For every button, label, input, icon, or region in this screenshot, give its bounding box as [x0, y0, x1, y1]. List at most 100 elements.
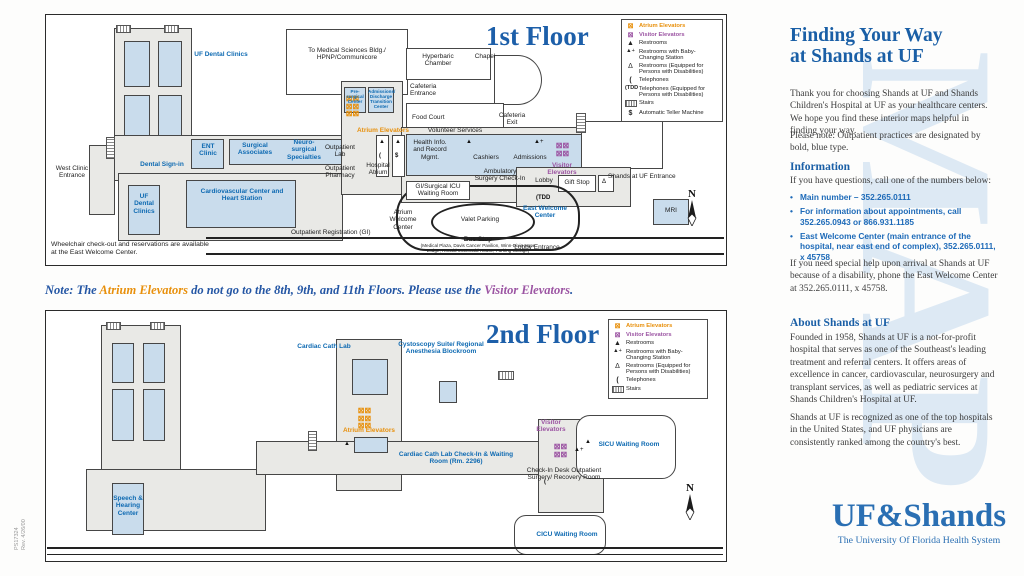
- print-code-number: PS17324: [14, 527, 20, 550]
- room: [344, 87, 366, 113]
- special-help-paragraph: If you need special help upon arrival at…: [790, 259, 998, 294]
- compass-needle-icon: [687, 200, 697, 227]
- room: [112, 483, 144, 535]
- logo-wordmark: UF&Shands: [831, 498, 1007, 534]
- restrooms-baby-icon: ▲+: [613, 347, 622, 354]
- legend-label: Restrooms (Equipped for Persons with Dis…: [626, 362, 691, 376]
- amenity-column: [376, 135, 389, 177]
- label-admissions-discharge: Admissions/ Discharge Transition Center: [368, 89, 396, 110]
- floor1-legend: ⊠Atrium Elevators ⊠Visitor Elevators ▲Re…: [621, 19, 723, 122]
- floor2-map: 2nd Floor ⊠⊠⊠⊠⊠⊠ ⊠⊠⊠⊠ ▲ ▲+ ▲ ( Cardiac C…: [45, 310, 727, 562]
- restroom-icon: ▲: [379, 139, 385, 145]
- legend-label: Restrooms with Baby-Changing Station: [626, 348, 683, 362]
- stairs-icon: [106, 322, 121, 330]
- label-outpatient-registration: Outpatient Registration (GI): [291, 229, 371, 236]
- about-paragraph-1: Founded in 1958, Shands at UF is a not-f…: [790, 333, 995, 406]
- legend-row: ▲+ Restrooms with Baby-Changing Station: [612, 347, 704, 362]
- label-valet-parking: Valet Parking: [460, 216, 500, 223]
- stairs-icon: [164, 25, 179, 33]
- restrooms-icon: ▲: [627, 40, 634, 48]
- legend-label: Telephones: [639, 76, 669, 83]
- label-cardiovascular-center: Cardiovascular Center and Heart Station: [200, 188, 284, 203]
- room: [598, 175, 614, 192]
- room: [112, 389, 134, 441]
- label-uf-dental-clinics: UF Dental Clinics: [194, 51, 248, 58]
- legend-row: ▲+Restrooms with Baby-Changing Station: [625, 48, 719, 62]
- label-bus-stop: Bus Stop: [463, 236, 493, 243]
- label-uf-dental-clinics-2: UF Dental Clinics: [133, 193, 155, 215]
- label-visitor-elevators: Visitor Elevators: [536, 419, 566, 434]
- room: [143, 343, 165, 383]
- label-gi-icu-waiting: GI/Surgical ICU Waiting Room: [406, 181, 470, 200]
- label-hospital-atrium: Hospital Atrium: [366, 162, 390, 177]
- telephone-icon: (: [544, 479, 546, 485]
- floor1-title: 1st Floor: [486, 21, 589, 51]
- atrium-elevators-icon: ⊠: [627, 23, 634, 30]
- legend-label: Restrooms: [626, 340, 655, 347]
- room: [439, 381, 457, 403]
- panel-title-line1: Finding Your Way: [790, 25, 943, 46]
- label-cafeteria-exit: Cafeteria Exit: [498, 112, 526, 127]
- label-mri: MRI: [665, 207, 677, 214]
- note-text: do not go to the 8th, 9th, and 11th Floo…: [187, 283, 485, 297]
- room: [406, 48, 491, 80]
- label-atrium-elevators: Atrium Elevators: [356, 127, 410, 134]
- label-presurgical-center: Pre-surgical Center: [346, 89, 364, 105]
- chapel-shape: [494, 55, 542, 105]
- label-shands-entrance: Shands at UF Entrance: [608, 173, 676, 180]
- label-visitor-elevators: Visitor Elevators: [547, 162, 577, 177]
- legend-label: Telephones (Equipped for Persons with Di…: [639, 85, 706, 98]
- road: [206, 237, 724, 240]
- atrium-elevators-icon: ⊠: [614, 323, 621, 330]
- info-panel: MAP Finding Your Way at Shands at UF Tha…: [758, 0, 1024, 576]
- legend-label: Automatic Teller Machine: [639, 110, 704, 117]
- legend-row: Δ Restrooms (Equipped for Persons with Di…: [612, 363, 704, 376]
- phone-item: Main number – 352.265.0111: [790, 192, 998, 203]
- label-sicu-waiting: SICU Waiting Room: [598, 441, 660, 448]
- visitor-elevator-bank-icon: ⊠⊠⊠⊠: [553, 442, 568, 459]
- mri-room: [653, 199, 689, 225]
- label-cashiers: Cashiers: [473, 154, 499, 161]
- label-bus-stop-detail: (Medical Plaza, Davis Cancer Pavilion, W…: [420, 243, 536, 254]
- room: [186, 180, 296, 228]
- legend-label: Restrooms: [639, 40, 668, 47]
- panel-title-line2: at Shands at UF: [790, 46, 924, 68]
- restrooms-accessible-icon: Δ: [615, 362, 620, 370]
- legend-label: Visitor Elevators: [626, 331, 672, 338]
- compass-needle-icon: [685, 494, 695, 521]
- restroom-icon: ▲: [585, 439, 591, 445]
- legend-row: ⊠Visitor Elevators: [625, 32, 719, 39]
- label-ent-clinic: ENT Clinic: [199, 143, 217, 158]
- label-cardiac-cath-lab: Cardiac Cath Lab: [297, 343, 351, 350]
- print-code-revision: Rev. 4/26/00: [21, 519, 28, 550]
- stairs-icon: [308, 431, 317, 451]
- label-admissions: Admissions: [513, 154, 547, 161]
- note-atrium-elevators: Atrium Elevators: [99, 283, 188, 297]
- label-east-welcome-center: East Welcome Center: [523, 205, 567, 220]
- label-cystoscopy-suite: Cystoscopy Suite/ Regional Anesthesia Bl…: [398, 341, 484, 356]
- stairs-icon: [498, 371, 514, 380]
- legend-row: ▲ Restrooms: [625, 40, 719, 47]
- label-speech-hearing: Speech & Hearing Center: [113, 495, 143, 517]
- about-heading: About Shands at UF: [790, 317, 891, 329]
- label-checkin-desk: Check-In Desk Outpatient Surgery/ Recove…: [526, 467, 602, 482]
- room: [352, 359, 388, 395]
- stairs-icon: [612, 385, 624, 395]
- atrium-elevator-bank-icon: ⊠⊠⊠⊠⊠⊠: [345, 94, 360, 119]
- legend-row: ▲Restrooms: [612, 340, 704, 347]
- label-lobby: Lobby: [535, 177, 553, 184]
- label-food-court: Food Court: [412, 114, 445, 121]
- legend-row: (Telephones: [625, 77, 719, 84]
- road: [47, 547, 723, 550]
- north-arrow: N: [682, 483, 698, 523]
- room: [124, 41, 150, 87]
- tdd-phone-icon: (TDD: [536, 195, 551, 201]
- restroom-icon: ▲: [466, 139, 472, 145]
- label-outpatient-lab: Outpatient Lab: [325, 144, 355, 159]
- visitor-elevator-bank-icon: ⊠⊠⊠⊠: [555, 141, 570, 158]
- legend-row: $Automatic Teller Machine: [625, 110, 719, 117]
- room: [191, 139, 224, 169]
- stairs-icon: [625, 99, 637, 109]
- information-intro: If you have questions, call one of the n…: [790, 176, 991, 186]
